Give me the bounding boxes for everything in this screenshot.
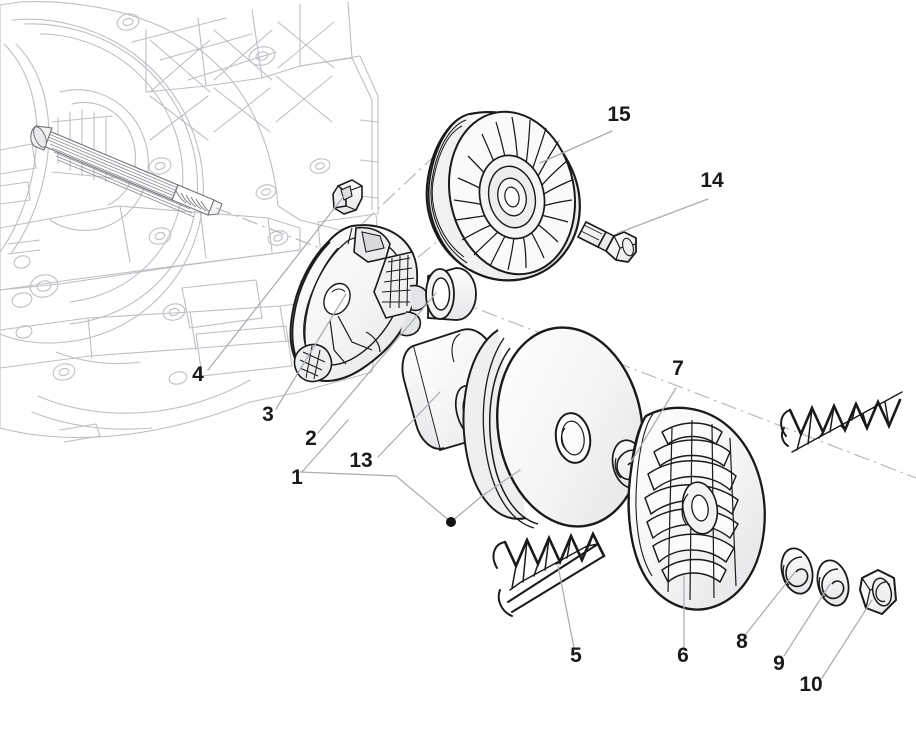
part-1-fixed-driven-pulley-half: [462, 326, 645, 529]
callout-label-5[interactable]: 5: [570, 644, 582, 667]
leader-segment-0: [395, 475, 452, 523]
callout-label-2[interactable]: 2: [305, 427, 317, 450]
part-14-hex-head-bolt: [576, 220, 637, 263]
leader-junction-dot: [446, 517, 456, 527]
callout-label-8[interactable]: 8: [736, 630, 748, 653]
part-6-finned-driven-pulley-half: [627, 406, 766, 611]
leader-line-9: [783, 583, 831, 657]
leader-segment-1: [450, 495, 483, 523]
part-5-clutch-compression-spring-upper: [780, 391, 903, 453]
part-5-clutch-compression-spring: [492, 530, 606, 617]
leader-line-5: [557, 565, 575, 649]
part-9-washer-inner: [816, 559, 850, 607]
part-3-variator-cam-plate: [289, 224, 429, 383]
callout-label-7[interactable]: 7: [672, 357, 684, 380]
callout-label-3[interactable]: 3: [262, 403, 274, 426]
callout-label-15[interactable]: 15: [607, 103, 631, 126]
leader-line-1: [301, 419, 349, 473]
part-2-bushing-ring: [425, 267, 477, 321]
callout-label-4[interactable]: 4: [192, 363, 204, 386]
callout-label-6[interactable]: 6: [677, 644, 689, 667]
leader-segment-2: [299, 471, 397, 477]
part-8-washer-outer: [780, 547, 814, 595]
leader-line-7: [630, 387, 677, 463]
leader-line-4: [207, 195, 345, 371]
crankshaft: [30, 125, 223, 218]
leader-line-2: [317, 292, 437, 434]
callout-label-14[interactable]: 14: [700, 169, 724, 192]
part-4-slider-guide-block: [332, 179, 363, 215]
leader-line-10: [821, 599, 873, 679]
leader-line-13: [377, 391, 441, 458]
leader-line-15: [539, 130, 613, 164]
leader-line-8: [745, 571, 796, 635]
part-10-hex-nut: [859, 569, 897, 615]
callout-label-9[interactable]: 9: [773, 652, 785, 675]
leader-line-14: [617, 198, 709, 234]
leader-segment-3: [481, 469, 521, 497]
leader-line-3: [275, 293, 347, 410]
callout-label-10[interactable]: 10: [799, 673, 822, 696]
part-15-cooling-fan-drive-pulley: [425, 110, 581, 282]
callout-label-1[interactable]: 1: [291, 466, 303, 489]
callout-label-13[interactable]: 13: [349, 449, 372, 472]
